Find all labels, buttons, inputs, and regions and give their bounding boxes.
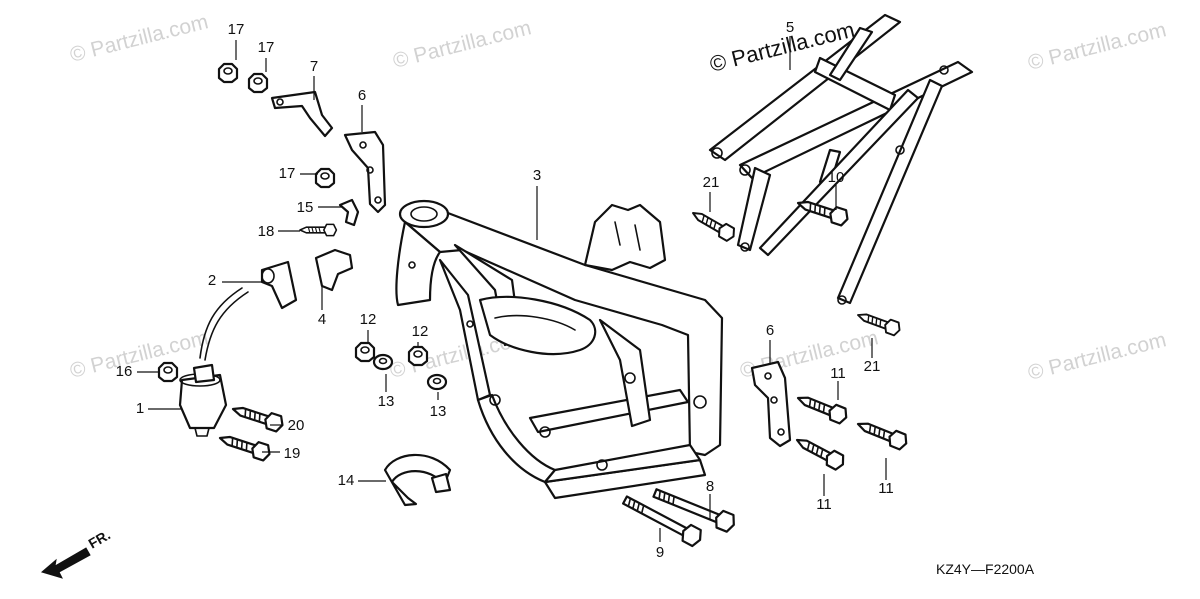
- callout-3: 3: [533, 167, 541, 184]
- part-main-frame: [395, 199, 724, 500]
- direction-label: FR.: [86, 526, 114, 551]
- bolt-21-upper: [688, 205, 739, 244]
- callout-14: 14: [338, 472, 355, 489]
- callout-17: 17: [228, 21, 245, 38]
- part-clip: [338, 198, 360, 227]
- callout-2: 2: [208, 272, 216, 289]
- bolt-11-b: [853, 415, 911, 452]
- callout-13: 13: [378, 393, 395, 410]
- nut-12-a: [354, 341, 376, 363]
- callout-11: 11: [878, 480, 894, 497]
- callout-12: 12: [412, 323, 429, 340]
- part-bracket: [270, 90, 334, 138]
- part-clamp-band: [383, 453, 452, 507]
- callout-13: 13: [430, 403, 447, 420]
- bolt-18: [299, 223, 338, 237]
- washer-13-b: [426, 373, 448, 391]
- leader-lines: [137, 36, 887, 542]
- nut-17-a: [217, 62, 239, 84]
- part-engine-hanger-plate-upper: [343, 130, 387, 214]
- callout-11: 11: [830, 365, 846, 382]
- callout-9: 9: [656, 544, 664, 561]
- callout-17: 17: [258, 39, 275, 56]
- callout-7: 7: [310, 58, 318, 75]
- callout-21: 21: [864, 358, 881, 375]
- drawing-code: KZ4Y—F2200A: [936, 561, 1035, 577]
- nut-16: [157, 361, 179, 383]
- bolt-20: [229, 400, 287, 434]
- callout-21: 21: [703, 174, 720, 191]
- callout-11: 11: [816, 496, 832, 513]
- bolt-19: [216, 429, 274, 463]
- front-direction-arrow: FR.: [40, 526, 114, 579]
- callout-10: 10: [828, 169, 845, 186]
- part-subframe: [708, 13, 974, 305]
- callout-6: 6: [766, 322, 774, 339]
- part-coil-bracket: [314, 248, 354, 292]
- callout-20: 20: [288, 417, 305, 434]
- callout-12: 12: [360, 311, 377, 328]
- washer-13-a: [372, 353, 394, 371]
- nut-17-c: [314, 167, 336, 189]
- part-engine-hanger-plate-lower: [750, 360, 792, 448]
- bolt-11-a: [793, 389, 851, 426]
- part-ignition-coil: [178, 363, 228, 437]
- watermark: © Partzilla.com: [1026, 328, 1169, 385]
- callout-8: 8: [706, 478, 714, 495]
- arrow-icon: [40, 547, 91, 579]
- watermark: © Partzilla.com: [1026, 18, 1169, 75]
- callout-19: 19: [284, 445, 301, 462]
- bolt-11-c: [792, 431, 848, 473]
- nut-17-b: [247, 72, 269, 94]
- callout-17: 17: [279, 165, 296, 182]
- watermark: © Partzilla.com: [68, 10, 211, 67]
- watermark: © Partzilla.com: [391, 16, 534, 73]
- callout-16: 16: [116, 363, 133, 380]
- callout-6: 6: [358, 87, 366, 104]
- callouts: 17 17 7 6 17 15 18 2 4 16 1 20 19 14 12 …: [116, 19, 894, 561]
- callout-1: 1: [136, 400, 144, 417]
- callout-4: 4: [318, 311, 326, 328]
- callout-15: 15: [297, 199, 314, 216]
- callout-5: 5: [786, 19, 794, 36]
- nut-12-b: [407, 345, 429, 367]
- callout-18: 18: [258, 223, 275, 240]
